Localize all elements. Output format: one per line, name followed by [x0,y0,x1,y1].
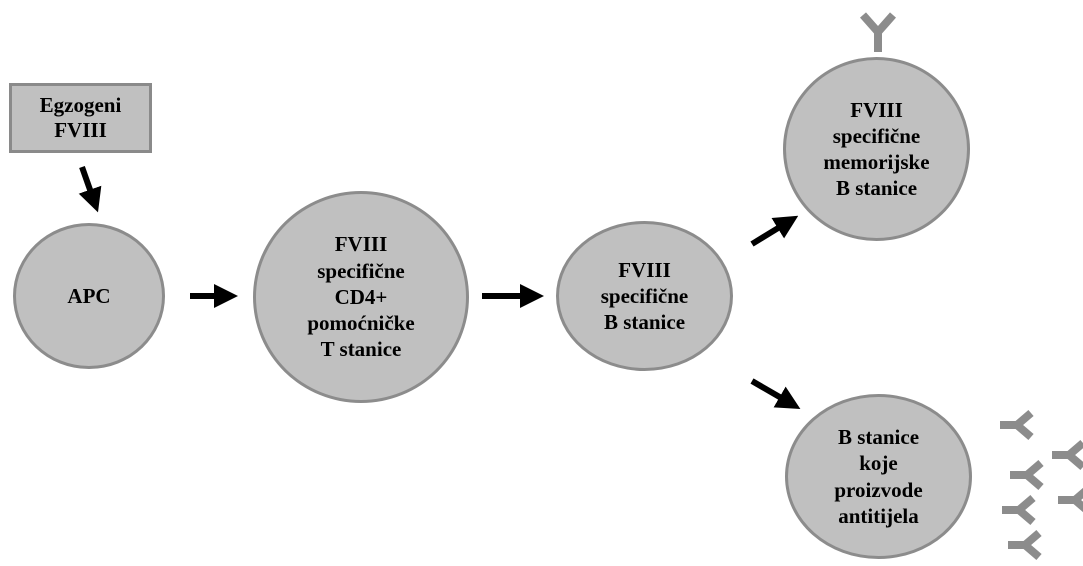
antibody-icon [1008,529,1042,561]
node-apc: APC [13,223,165,369]
antibody-icon [1000,409,1034,441]
antibody-icon [860,12,896,52]
node-b-cells: FVIII specifične B stanice [556,221,733,371]
antibody-icon [1010,459,1044,491]
antibody-icon [1052,439,1083,471]
arrow-b-cells-to-antibody-b [750,378,801,410]
antibody-icon [1058,484,1083,516]
node-memory-b-cells: FVIII specifične memorijske B stanice [783,57,970,241]
node-t-cells: FVIII specifične CD4+ pomoćničke T stani… [253,191,469,403]
node-antibody-producing-b-cells: B stanice koje proizvode antitijela [785,394,972,559]
arrow-source-to-apc [78,166,102,213]
arrow-b-cells-to-memory-b [750,215,799,247]
source-box-exogenous-fviii: Egzogeni FVIII [9,83,152,153]
antibody-icon [1002,494,1036,526]
